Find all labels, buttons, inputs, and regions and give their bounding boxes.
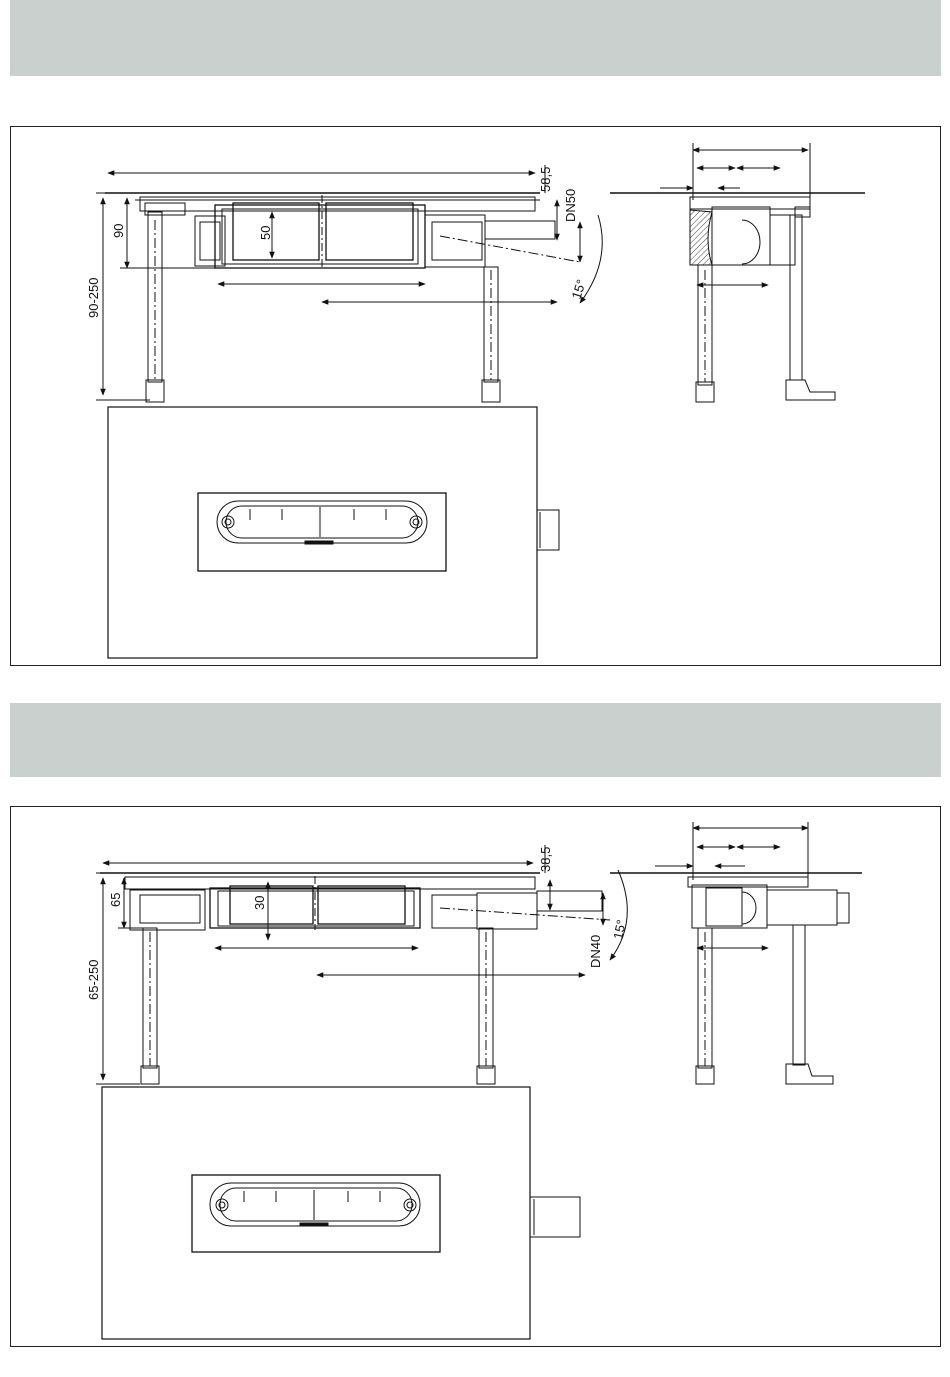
s2-angle-label: 15° xyxy=(610,918,629,940)
s1-angle-label: 15° xyxy=(569,278,589,301)
s1-inner-height-label: 50 xyxy=(258,226,273,240)
s2-body-height-label: 65 xyxy=(108,893,123,907)
s2-inner-height-label: 30 xyxy=(252,896,267,910)
s1-outlet-label: DN50 xyxy=(563,189,578,222)
s2-outlet-label: DN40 xyxy=(588,935,603,968)
s2-overall-height-label: 65-250 xyxy=(86,960,101,1000)
section1-side-view xyxy=(610,143,865,402)
section2-front-view xyxy=(96,845,627,1084)
s1-overall-height-label: 90-250 xyxy=(86,278,101,318)
s2-rim-height-label: 38,5 xyxy=(538,847,553,872)
s1-rim-height-label: 58,5 xyxy=(538,167,553,192)
section1-front-dimension-labels: 90-250 90 50 58,5 DN50 15° xyxy=(86,167,589,318)
section1-front-view xyxy=(96,165,602,402)
s1-body-height-label: 90 xyxy=(111,224,126,238)
section2-plan-view xyxy=(102,1087,580,1339)
section2-side-view xyxy=(610,822,862,1084)
section1-plan-view xyxy=(108,407,559,658)
